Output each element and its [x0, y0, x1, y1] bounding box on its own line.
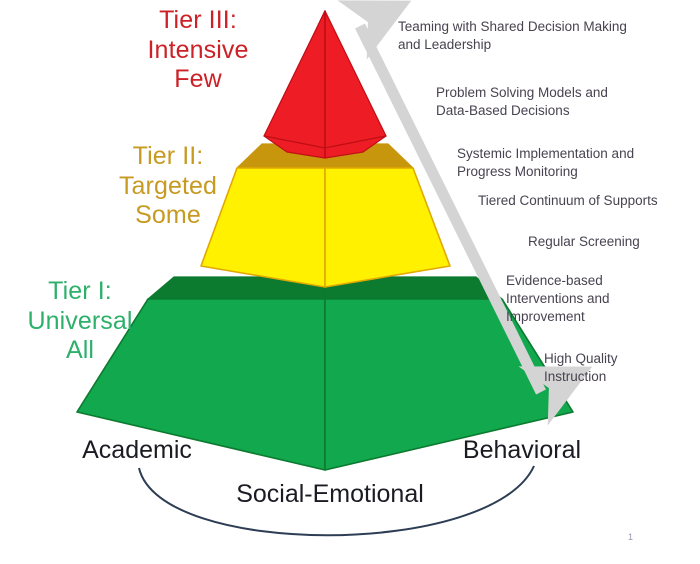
component-problem-solving-models: Problem Solving Models and Data-Based De…	[436, 85, 608, 118]
component-systemic-implementation: Systemic Implementation and Progress Mon…	[457, 146, 635, 179]
domain-connector-arc	[138, 465, 535, 537]
double-headed-gray-arrow	[337, 0, 593, 426]
component-teaming-shared-decision-making: Teaming with Shared Decision Making and …	[398, 19, 627, 52]
page-number: 1	[628, 532, 634, 542]
tier-1-label: Tier I: Universal All	[27, 277, 133, 364]
component-regular-screening: Regular Screening	[528, 234, 640, 249]
tier-3-label: Tier III: Intensive Few	[147, 6, 249, 93]
component-high-quality-instruction: High Quality Instruction	[544, 351, 618, 384]
component-evidence-based-interventions: Evidence-based Interventions and Improve…	[506, 273, 610, 324]
tier-2-face-right	[324, 167, 451, 288]
domain-label-social-emotional: Social-Emotional	[236, 480, 424, 508]
domain-label-academic: Academic	[82, 436, 192, 464]
domain-label-behavioral: Behavioral	[462, 436, 582, 464]
tier-3-face-right	[324, 10, 387, 149]
component-tiered-continuum-of-supports: Tiered Continuum of Supports	[478, 193, 658, 208]
tier-2-label: Tier II: Targeted Some	[118, 142, 218, 229]
